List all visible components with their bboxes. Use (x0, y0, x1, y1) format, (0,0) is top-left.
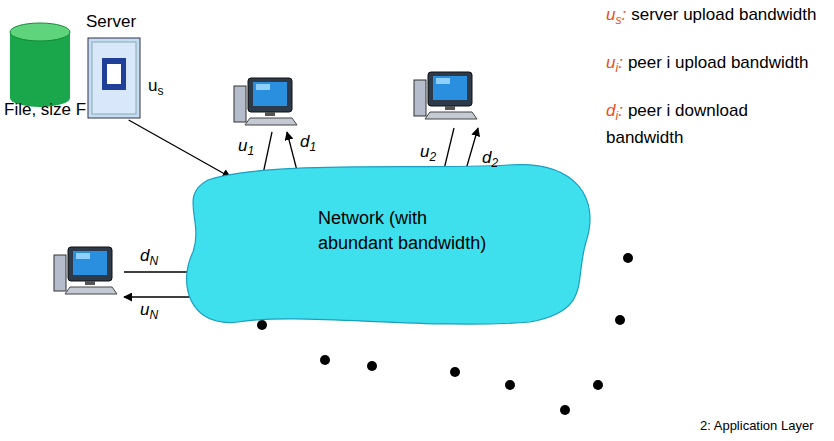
network-cloud: Network (with abundant bandwidth) (178, 160, 598, 332)
symbol-name: di: (606, 101, 623, 120)
node-heading: Server (86, 12, 136, 32)
connector-arrow (129, 120, 231, 177)
peer-computer (54, 247, 117, 294)
bandwidth-label: u2 (420, 142, 436, 164)
symbol-definition: server upload bandwidth (631, 5, 816, 24)
symbol-definition: peer i download bandwidth (606, 101, 748, 147)
peer-computer (234, 78, 297, 125)
bandwidth-label: d2 (482, 148, 498, 170)
symbol-definition: peer i upload bandwidth (628, 53, 809, 72)
symbol-name: ui: (606, 53, 623, 72)
peer-computer (414, 72, 477, 119)
node-text: Network (with abundant bandwidth) (318, 206, 503, 256)
footer-text: 2: Application Layer (700, 418, 813, 433)
bandwidth-label: u1 (238, 136, 254, 158)
edge-label: us (148, 76, 163, 98)
file-cylinder: File, size F (4, 20, 114, 122)
node-text: File, size F (4, 100, 86, 120)
bandwidth-label: uN (140, 300, 158, 322)
definition-row: us: server upload bandwidth (606, 4, 821, 31)
server-node: Server (84, 12, 146, 120)
bandwidth-label: dN (140, 246, 158, 268)
symbol-name: us: (606, 5, 626, 24)
bandwidth-label: d1 (300, 132, 316, 154)
definition-row: di:peer i download bandwidth (606, 100, 821, 149)
definition-row: ui: peer i upload bandwidth (606, 52, 821, 79)
